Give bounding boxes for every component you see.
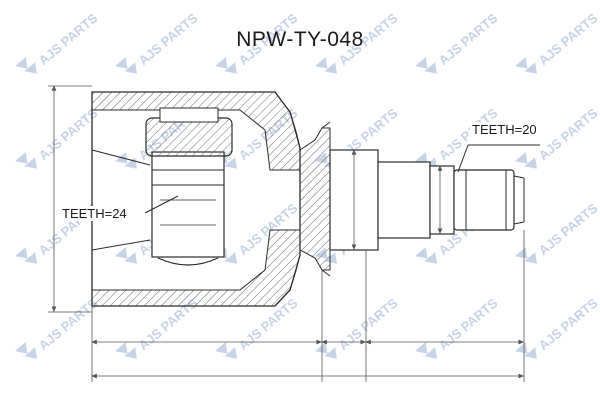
- watermark-logo: AJS PARTS: [14, 105, 101, 169]
- watermark-logo: AJS PARTS: [14, 295, 101, 359]
- watermark-logo: AJS PARTS: [514, 295, 600, 359]
- inner-teeth-label: TEETH=24: [60, 206, 129, 221]
- svg-text:AJS PARTS: AJS PARTS: [36, 105, 101, 163]
- watermark-logo: AJS PARTS: [514, 105, 600, 169]
- housing-section: [91, 91, 331, 307]
- svg-text:AJS PARTS: AJS PARTS: [536, 105, 600, 163]
- svg-text:AJS PARTS: AJS PARTS: [36, 295, 101, 353]
- watermark-logo: AJS PARTS: [314, 295, 401, 359]
- outer-teeth-label: TEETH=20: [470, 122, 539, 137]
- dimension-lines: [48, 85, 525, 382]
- stub-shaft: [329, 149, 525, 251]
- svg-text:AJS PARTS: AJS PARTS: [536, 200, 600, 258]
- watermark-logo: AJS PARTS: [514, 200, 600, 264]
- watermark-logo: AJS PARTS: [414, 295, 501, 359]
- callout-leaders: [144, 144, 540, 214]
- part-number-title: NPW-TY-048: [236, 28, 364, 51]
- svg-text:AJS PARTS: AJS PARTS: [536, 295, 600, 353]
- svg-text:AJS PARTS: AJS PARTS: [436, 295, 501, 353]
- svg-text:AJS PARTS: AJS PARTS: [336, 295, 401, 353]
- tripod-assembly: [91, 107, 233, 266]
